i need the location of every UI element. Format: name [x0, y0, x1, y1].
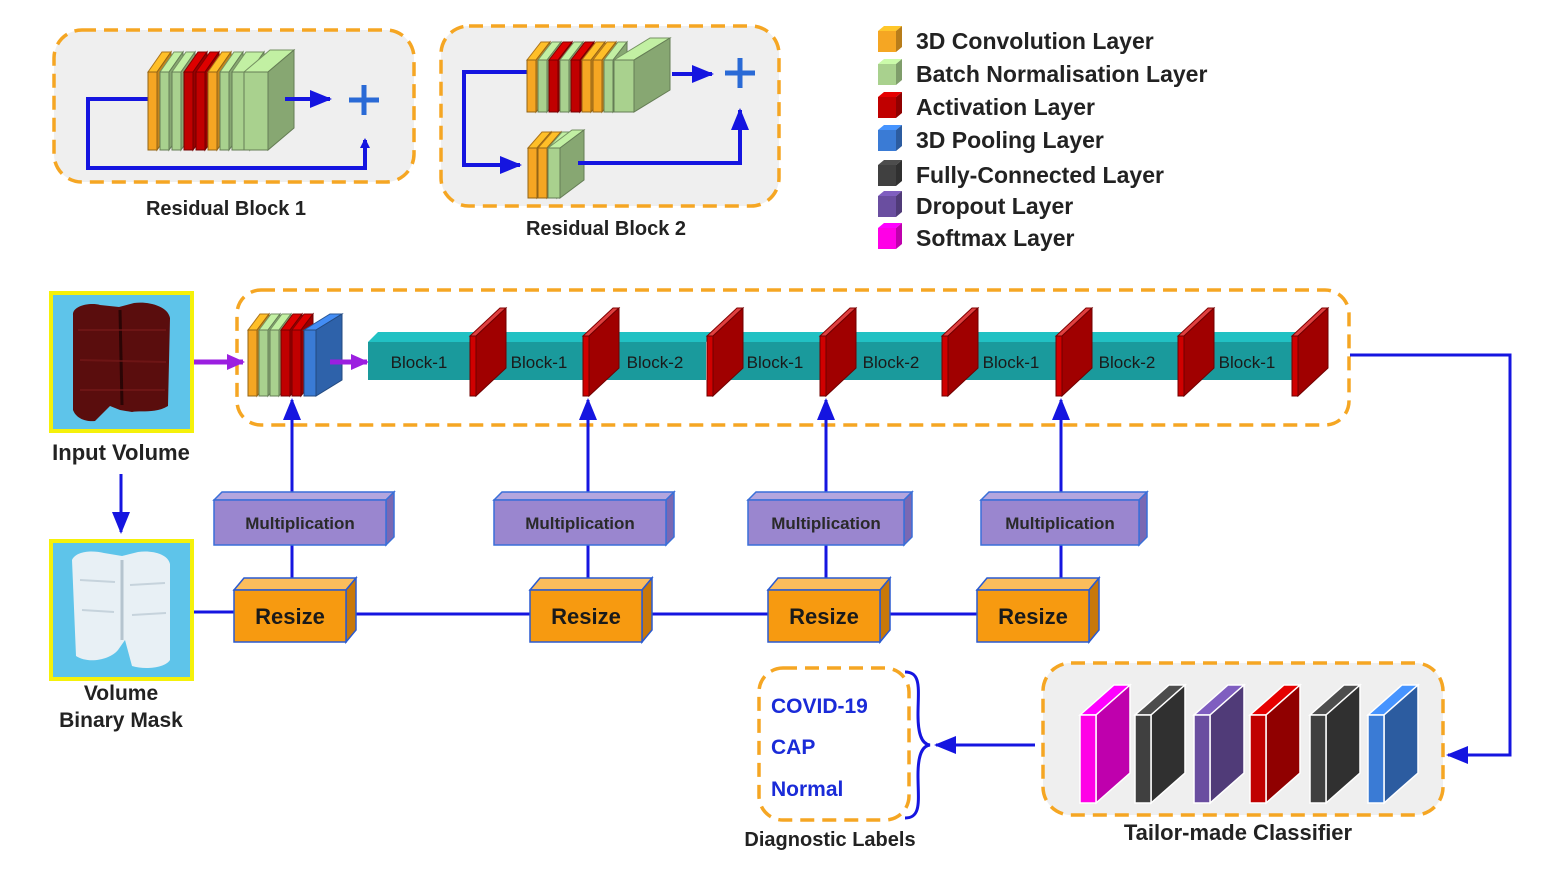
resize-box: Resize — [528, 575, 654, 645]
multiplication-box: Multiplication — [492, 490, 676, 547]
binary-mask-volume: Volume Binary Mask — [49, 539, 194, 732]
legend-label: 3D Pooling Layer — [916, 127, 1104, 153]
diagnostic-title: Diagnostic Labels — [744, 829, 915, 851]
residual-block-1-label: Residual Block 1 — [146, 198, 306, 220]
label-covid: COVID-19 — [771, 695, 868, 718]
multiplication-label: Multiplication — [525, 514, 635, 533]
legend-item: Fully-Connected Layer — [878, 160, 1164, 188]
block-label: Block-1 — [1219, 353, 1276, 372]
batchnorm-layer — [546, 129, 586, 199]
legend-swatch-icon — [878, 92, 902, 118]
block-label: Block-1 — [983, 353, 1040, 372]
legend-label: Batch Normalisation Layer — [916, 61, 1207, 87]
legend-item: Dropout Layer — [878, 191, 1073, 219]
add-icon — [725, 58, 755, 88]
legend-label: 3D Convolution Layer — [916, 28, 1154, 54]
resize-label: Resize — [789, 604, 859, 629]
legend-item: 3D Pooling Layer — [878, 125, 1104, 153]
residual-block-1: Residual Block 1 — [52, 28, 416, 220]
block-label: Block-1 — [391, 353, 448, 372]
brace — [904, 670, 931, 820]
resize-box: Resize — [766, 575, 892, 645]
activation-layer — [705, 306, 745, 398]
legend-label: Dropout Layer — [916, 193, 1073, 219]
resize-label: Resize — [551, 604, 621, 629]
activation-layer — [581, 306, 621, 398]
activation-layer — [1054, 306, 1094, 398]
multiplication-label: Multiplication — [771, 514, 881, 533]
dropout-layer — [1192, 683, 1246, 805]
pooling-layer — [302, 313, 344, 397]
skip-connection-arrow — [462, 70, 527, 174]
legend-item: 3D Convolution Layer — [878, 26, 1154, 54]
resize-label: Resize — [998, 604, 1068, 629]
resize-box: Resize — [975, 575, 1101, 645]
residual-block-5: Block-2 — [840, 332, 952, 380]
residual-block-7: Block-2 — [1076, 332, 1188, 380]
block-label: Block-1 — [747, 353, 804, 372]
label-normal: Normal — [771, 778, 843, 801]
layer-stack — [147, 48, 296, 152]
activation-layer — [468, 306, 508, 398]
activation-layer — [818, 306, 858, 398]
pooling-layer — [1366, 683, 1420, 805]
input-volume: Input Volume — [49, 291, 194, 465]
multiplication-box: Multiplication — [212, 490, 396, 547]
legend-label: Fully-Connected Layer — [916, 162, 1164, 188]
residual-block-2-label: Residual Block 2 — [526, 218, 686, 240]
multiplication-box: Multiplication — [979, 490, 1149, 547]
legend-swatch-icon — [878, 26, 902, 52]
resize-box: Resize — [232, 575, 358, 645]
legend-swatch-icon — [878, 223, 902, 249]
residual-block-1: Block-1 — [368, 332, 480, 380]
classifier-layers — [1078, 683, 1420, 805]
mask-label-line2: Binary Mask — [59, 709, 183, 732]
legend-item: Batch Normalisation Layer — [878, 59, 1207, 87]
activation-layer — [940, 306, 980, 398]
skip-connection-arrow — [86, 97, 370, 170]
batchnorm-layer — [242, 48, 296, 152]
label-cap: CAP — [771, 736, 815, 759]
layer-stack-bottom — [526, 129, 586, 200]
block-label: Block-1 — [511, 353, 568, 372]
mask-label-line1: Volume — [84, 682, 158, 705]
input-volume-label: Input Volume — [52, 440, 190, 465]
block-label: Block-2 — [1099, 353, 1156, 372]
activation-layer — [1176, 306, 1216, 398]
add-icon — [349, 85, 379, 115]
classifier-title: Tailor-made Classifier — [1124, 820, 1353, 845]
fully-connected-layer — [1133, 683, 1187, 805]
pipeline-blocks: Block-1 Block-1 Block-2 Block-1 Block-2 Block… — [368, 306, 1330, 398]
layer-stack-top — [525, 37, 672, 114]
activation-layer — [1290, 306, 1330, 398]
legend-item: Softmax Layer — [878, 223, 1075, 251]
batchnorm-layer — [612, 37, 672, 113]
multiplication-label: Multiplication — [245, 514, 355, 533]
legend-swatch-icon — [878, 160, 902, 186]
backbone-container — [235, 288, 1351, 427]
residual-block-2: Residual Block 2 — [439, 24, 781, 240]
legend-label: Softmax Layer — [916, 225, 1075, 251]
legend-label: Activation Layer — [916, 94, 1095, 120]
activation-layer — [1248, 683, 1302, 805]
legend-swatch-icon — [878, 59, 902, 85]
labels-container — [757, 666, 911, 822]
fully-connected-layer — [1308, 683, 1362, 805]
stem-layer-stack — [247, 312, 344, 398]
legend-item: Activation Layer — [878, 92, 1095, 120]
softmax-layer — [1078, 683, 1132, 805]
multiplication-box: Multiplication — [746, 490, 914, 547]
resize-label: Resize — [255, 604, 325, 629]
block-label: Block-2 — [627, 353, 684, 372]
legend-swatch-icon — [878, 191, 902, 217]
multiplication-label: Multiplication — [1005, 514, 1115, 533]
legend-swatch-icon — [878, 125, 902, 151]
block-label: Block-2 — [863, 353, 920, 372]
residual-block-3: Block-2 — [604, 332, 716, 380]
shortcut-arrow — [578, 108, 749, 165]
to-classifier-arrow — [1350, 353, 1512, 764]
